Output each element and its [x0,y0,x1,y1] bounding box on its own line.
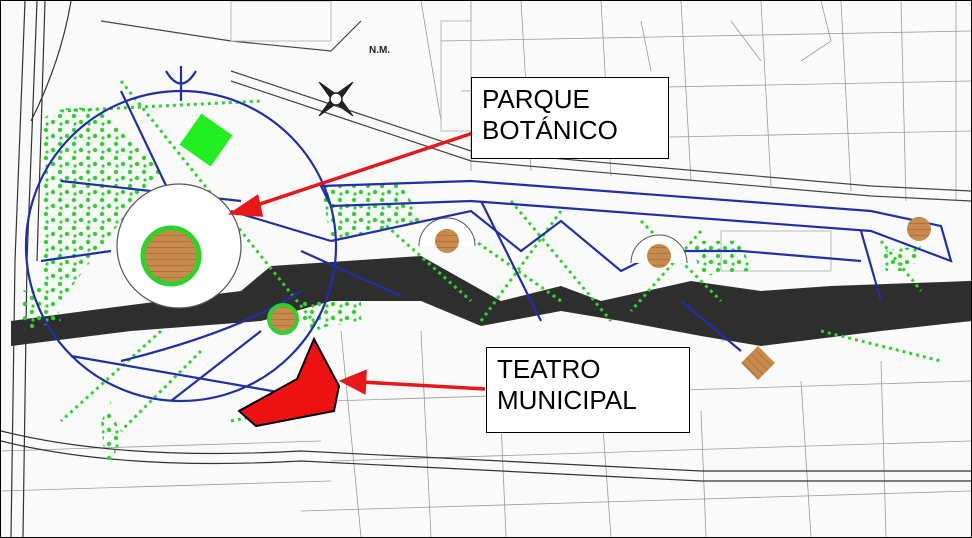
label-line: PARQUE [482,84,590,114]
vegetation-areas [21,107,921,471]
teatro-municipal-site [237,336,341,428]
arrow-parque [250,129,480,209]
plaza-4 [907,217,931,241]
plaza-2 [435,229,459,253]
label-line: TEATRO [497,354,601,384]
label-teatro-municipal: TEATRO MUNICIPAL [486,347,690,433]
north-label: N.M. [369,45,391,56]
green-square [179,113,233,167]
park-outline [24,66,953,403]
label-line: BOTÁNICO [482,115,618,145]
label-line: MUNICIPAL [497,385,637,415]
callout-arrows [227,129,486,395]
north-arrow-icon [318,81,354,117]
arrow-teatro [360,380,486,391]
arrow-parque-head [227,194,264,217]
plaza-5 [741,346,775,380]
plaza-3 [647,244,671,268]
label-parque-botanico: PARQUE BOTÁNICO [471,77,669,159]
central-plaza [140,225,202,287]
plaza-small [267,303,299,335]
buildings [230,1,832,272]
arrow-teatro-head [338,369,367,395]
dark-band [11,256,971,346]
